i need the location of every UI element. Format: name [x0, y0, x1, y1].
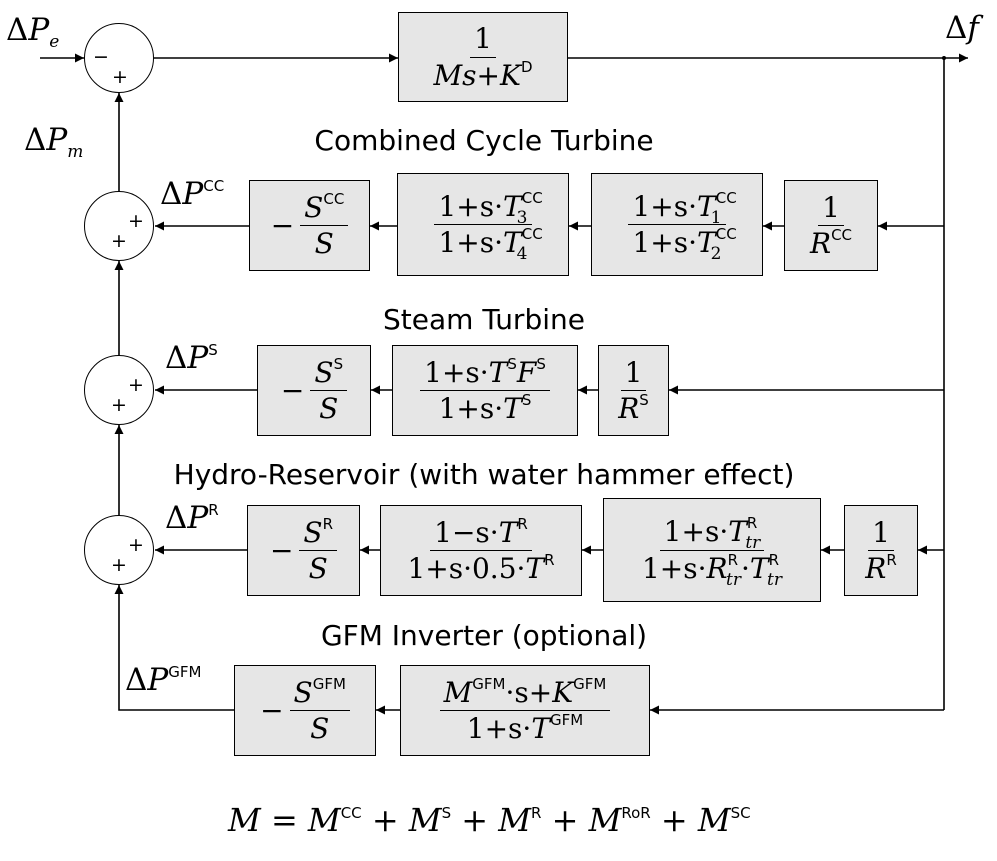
label-delta-pe: ΔPe — [6, 12, 60, 52]
block-cc-lead-lag-2: 1+s·TCC3 1+s·TCC4 — [397, 173, 569, 276]
block-r-share-gain: − SR S — [247, 505, 360, 596]
summing-junction-top: − + — [84, 23, 154, 93]
summing-junction-hydro: + + — [84, 515, 154, 585]
block-s-turbine: 1+s·TSFS 1+s·TS — [392, 345, 578, 436]
summing-junction-steam: + + — [84, 355, 154, 425]
block-system-inertia: 1 Ms+KD — [398, 12, 568, 102]
title-steam-turbine: Steam Turbine — [383, 303, 585, 336]
block-s-droop: 1 RS — [598, 345, 669, 436]
label-delta-p-r: ΔPR — [165, 500, 219, 536]
plus-sign: + — [128, 210, 144, 232]
junction-dot — [942, 56, 946, 60]
summing-junction-cc: + + — [84, 191, 154, 261]
block-s-share-gain: − SS S — [257, 345, 371, 436]
plus-sign: + — [128, 534, 144, 556]
label-delta-f: Δf — [945, 10, 979, 46]
block-cc-lead-lag-1: 1+s·TCC1 1+s·TCC2 — [591, 173, 763, 276]
block-cc-share-gain: − SCC S — [249, 180, 370, 271]
plus-sign: + — [112, 66, 128, 88]
block-gfm-controller: MGFM·s+KGFM 1+s·TGFM — [400, 665, 650, 756]
plus-sign: + — [111, 554, 127, 576]
block-r-water-hammer: 1−s·TR 1+s·0.5·TR — [380, 505, 582, 596]
label-delta-p-s: ΔPS — [165, 340, 218, 376]
block-r-droop: 1 RR — [844, 505, 918, 596]
block-r-governor: 1+s·TRtr 1+s·RRtr·TRtr — [603, 498, 821, 602]
plus-sign: + — [111, 230, 127, 252]
title-combined-cycle: Combined Cycle Turbine — [314, 124, 654, 157]
minus-sign: − — [93, 46, 109, 68]
block-gfm-share-gain: − SGFM S — [234, 665, 376, 756]
label-delta-pm: ΔPm — [24, 122, 84, 162]
plus-sign: + — [128, 374, 144, 396]
title-gfm-inverter: GFM Inverter (optional) — [320, 619, 648, 652]
plus-sign: + — [111, 394, 127, 416]
block-cc-droop: 1 RCC — [784, 180, 878, 271]
title-hydro-reservoir: Hydro-Reservoir (with water hammer effec… — [173, 458, 795, 491]
wire-gfm-gain-to-sum — [114, 585, 234, 711]
inertia-sum-equation: M = MCC + MS + MR + MRoR + MSC — [228, 801, 751, 839]
label-delta-p-cc: ΔPCC — [160, 176, 225, 212]
label-delta-p-gfm: ΔPGFM — [125, 662, 202, 698]
